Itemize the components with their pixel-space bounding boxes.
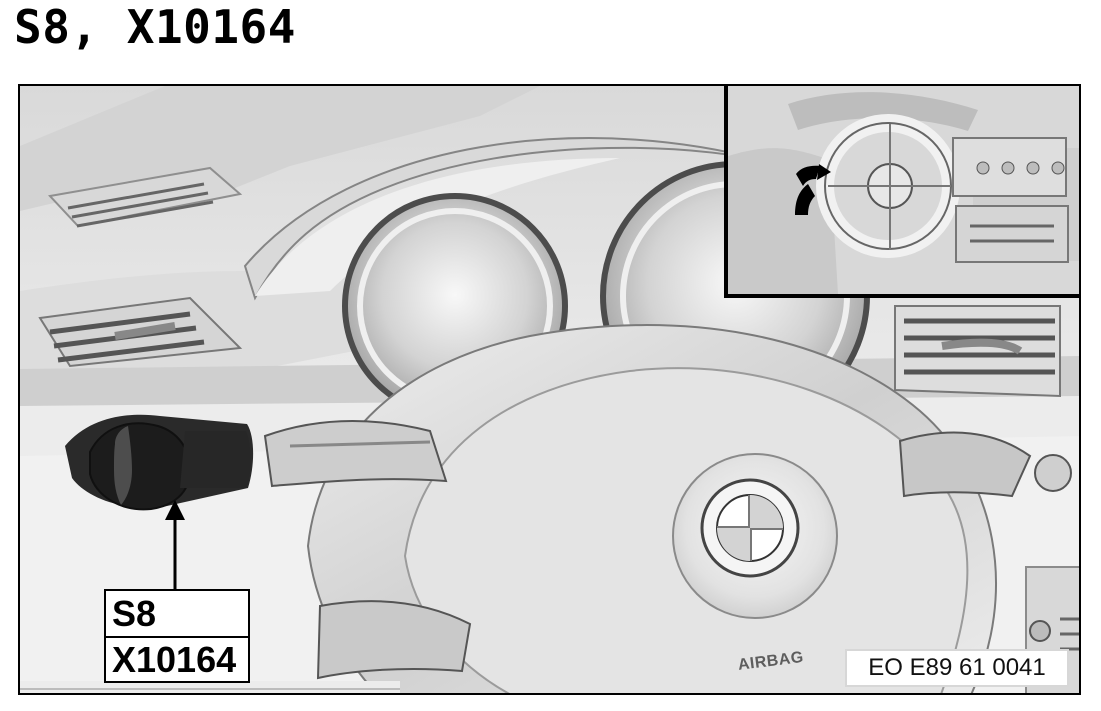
inset-view-icon [728,86,1079,294]
callout-x10164-label: X10164 [106,636,248,681]
inset-view [724,86,1079,298]
page-title: S8, X10164 [14,0,296,54]
callout-arrow-icon [165,500,185,520]
vehicle-interior-figure: AIRBAG S8 X10164 EO E89 61 0041 [18,84,1081,695]
figure-id-label: EO E89 61 0041 [845,649,1069,687]
callout-s8-label: S8 [112,592,157,634]
callout-label-box: S8 X10164 [104,589,250,683]
